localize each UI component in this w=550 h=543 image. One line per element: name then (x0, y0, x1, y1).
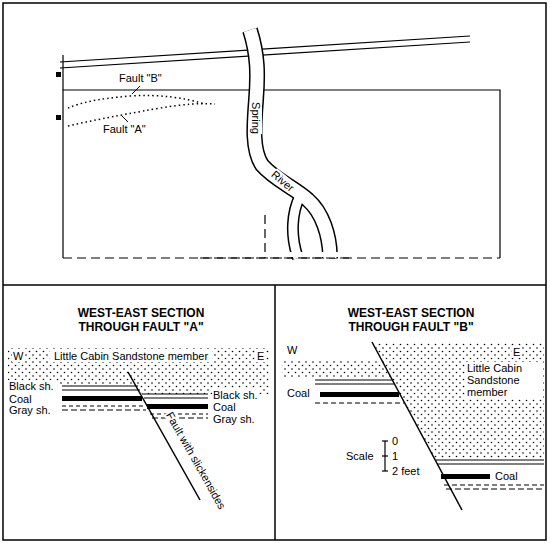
formation-label: Little Cabin Sandstone member (466, 362, 542, 398)
layer-label: Black sh. (212, 389, 259, 401)
fault-label: Fault "A" (102, 123, 147, 135)
section-title: WEST-EAST SECTION THROUGH FAULT "B" (335, 306, 487, 334)
formation-label: Little Cabin Sandstone member (50, 350, 212, 362)
scale-tick: 1 (391, 450, 399, 462)
river-name: Spring (250, 102, 262, 134)
direction-label: E (256, 350, 265, 362)
section-title: WEST-EAST SECTION THROUGH FAULT "A" (65, 306, 217, 334)
layer-label: Gray sh. (212, 413, 256, 425)
layer-label: Gray sh. (8, 404, 52, 416)
layer-label: Black sh. (8, 380, 55, 392)
scale-tick: 0 (391, 435, 399, 447)
direction-label: E (512, 346, 521, 358)
direction-label: W (286, 344, 298, 356)
scale-label: Scale (345, 450, 375, 462)
fault-label: Fault "B" (118, 72, 163, 84)
layer-label: Coal (494, 470, 519, 482)
layer-label: Coal (212, 401, 237, 413)
direction-label: W (12, 350, 24, 362)
layer-label: Coal (286, 387, 311, 399)
scale-tick: 2 feet (391, 465, 421, 477)
